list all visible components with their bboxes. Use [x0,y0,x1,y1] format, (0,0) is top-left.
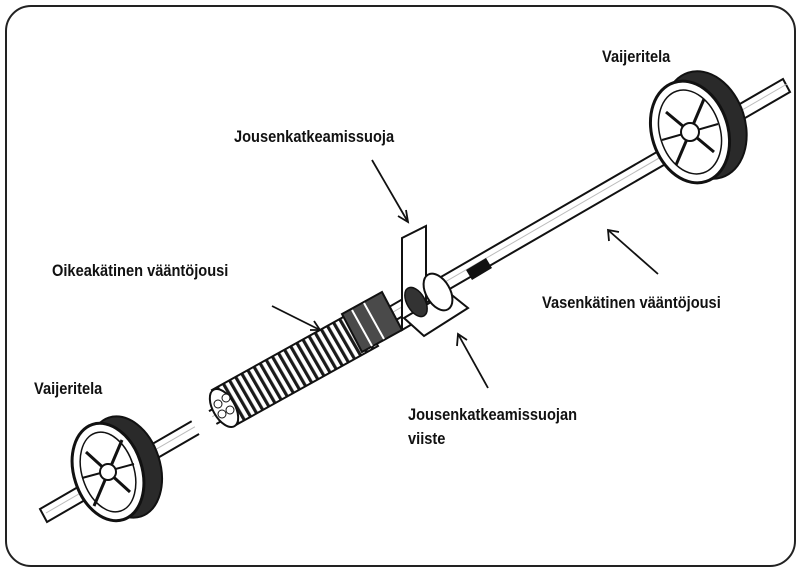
guard-leader [372,160,408,222]
spring-break-guard-label: Jousenkatkeamissuoja [234,126,394,147]
right-hand-spring-label: Oikeakätinen vääntöjousi [52,260,228,281]
guard-bevel-label-line1: Jousenkatkeamissuojan [408,404,577,425]
left-spring-leader [608,230,658,274]
right-spring-leader [272,306,320,330]
cable-drum-right [638,60,760,193]
cable-drum-left-label: Vaijeritela [34,378,102,399]
cable-drum-right-label: Vaijeritela [602,46,670,67]
left-hand-spring-label: Vasenkätinen vääntöjousi [542,292,721,313]
guard-bevel-label-line2: viiste [408,428,445,449]
cable-drum-left [60,407,174,530]
bevel-leader [458,334,488,388]
